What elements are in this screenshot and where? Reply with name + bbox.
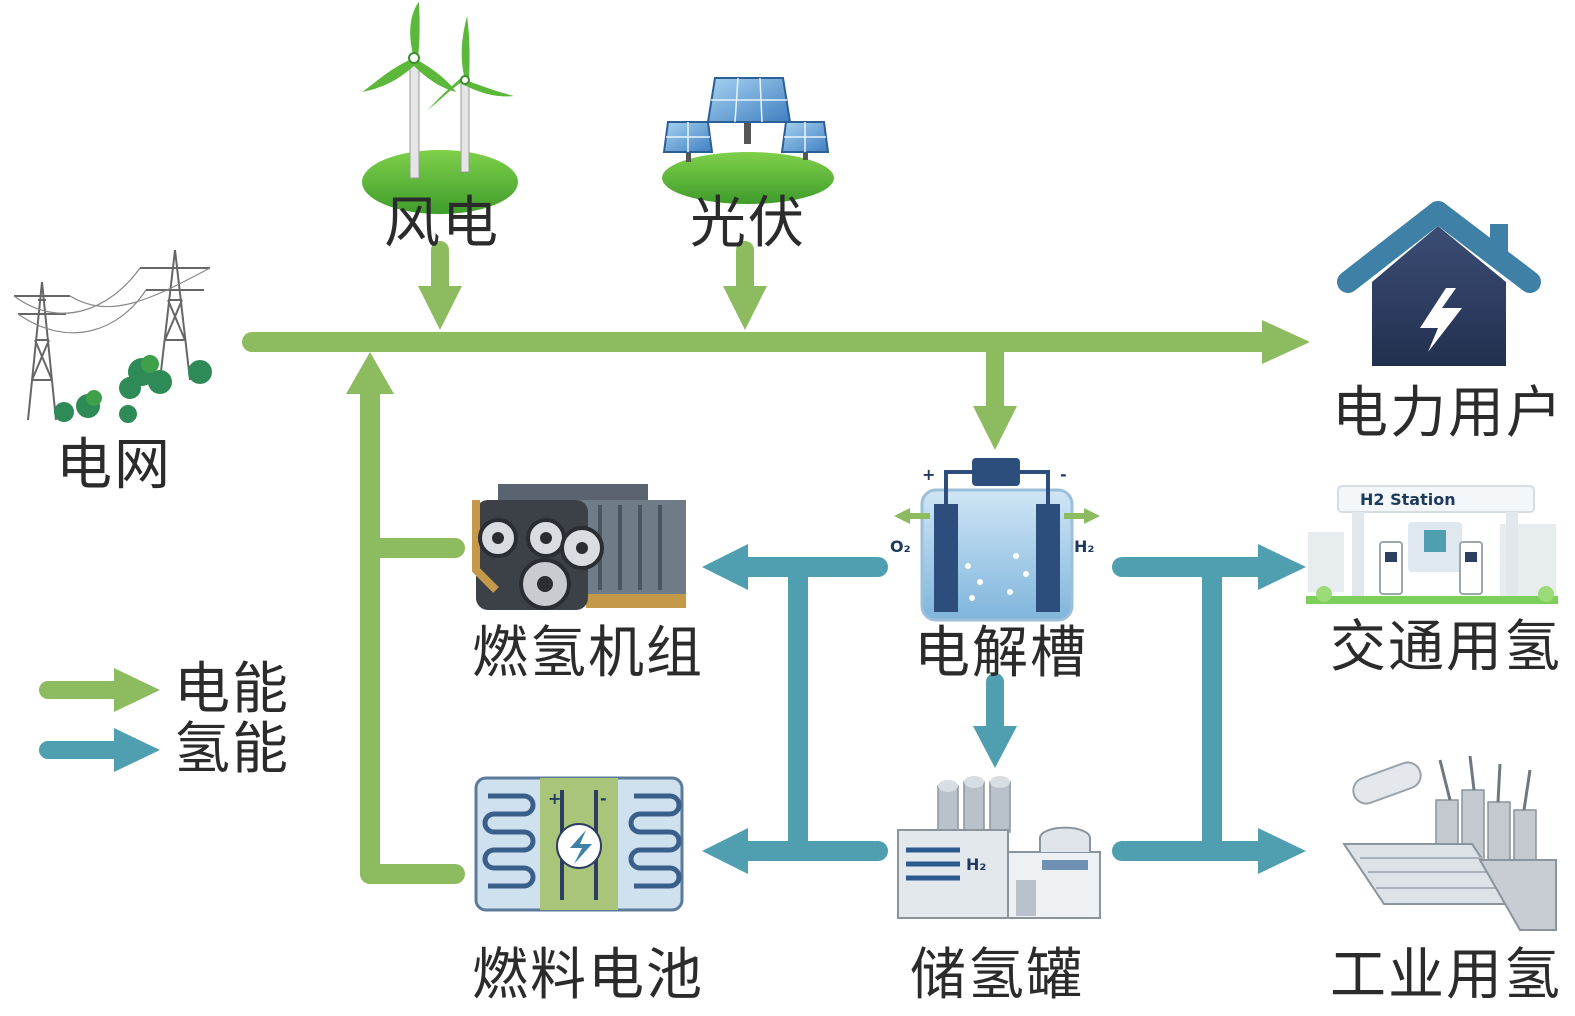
grid-label: 电网 bbox=[56, 433, 172, 498]
tank-h2-label: H₂ bbox=[966, 855, 986, 874]
industry-arrowhead bbox=[1258, 828, 1306, 874]
industrial-plant-icon bbox=[1342, 755, 1557, 931]
power-users-label: 电力用户 bbox=[1332, 381, 1564, 446]
turbine-arrowhead bbox=[702, 544, 748, 590]
legend bbox=[39, 668, 160, 772]
fuel-cell-icon: + - bbox=[474, 776, 684, 912]
electrolyzer-arrowhead bbox=[973, 406, 1017, 450]
hydrogen-tank-label: 储氢罐 bbox=[910, 943, 1084, 1008]
legend-electric-label: 电能 bbox=[174, 657, 290, 722]
plus-sign: + bbox=[922, 465, 935, 484]
engine-icon bbox=[472, 484, 686, 610]
electric-flows bbox=[242, 241, 1310, 884]
tank-arrowhead bbox=[973, 726, 1017, 768]
electrolyzer-label: 电解槽 bbox=[914, 621, 1088, 686]
fuel-cell-label: 燃料电池 bbox=[472, 943, 704, 1008]
fuel-cell-minus: - bbox=[600, 789, 607, 808]
transport-hydrogen-label: 交通用氢 bbox=[1330, 615, 1562, 680]
transport-arrowhead bbox=[1258, 544, 1306, 590]
legend-electric-arrowhead bbox=[114, 668, 160, 712]
fuelcell-arrowhead bbox=[702, 828, 748, 874]
wind-arrowhead bbox=[418, 286, 462, 330]
solar-panel-icon bbox=[662, 77, 834, 204]
legend-hydrogen-arrowhead bbox=[114, 728, 160, 772]
hydrogen-flows bbox=[702, 544, 1306, 874]
gas-turbine-label: 燃氢机组 bbox=[472, 621, 704, 686]
house-lightning-icon bbox=[1337, 201, 1541, 366]
solar-arrowhead bbox=[723, 286, 767, 330]
power-tower-icon bbox=[13, 249, 212, 423]
hydrogen-storage-plant-icon: H₂ bbox=[897, 776, 1101, 919]
return-electric-line bbox=[360, 382, 465, 884]
industrial-hydrogen-label: 工业用氢 bbox=[1330, 943, 1562, 1008]
wind-turbine-icon bbox=[362, 2, 518, 214]
return-arrowhead bbox=[346, 352, 394, 394]
main-bus-arrowhead bbox=[1262, 320, 1310, 364]
hydrogen-station-icon: H2 Station bbox=[1306, 485, 1558, 604]
station-sign: H2 Station bbox=[1360, 490, 1456, 509]
minus-sign: - bbox=[1060, 465, 1067, 484]
fuel-cell-plus: + bbox=[548, 789, 561, 808]
electrolyzer-icon: + - O₂ H₂ bbox=[890, 458, 1100, 622]
legend-hydrogen-label: 氢能 bbox=[174, 717, 290, 782]
h2-label: H₂ bbox=[1074, 537, 1094, 556]
o2-label: O₂ bbox=[890, 537, 911, 556]
solar-power-label: 光伏 bbox=[690, 191, 806, 256]
wind-power-label: 风电 bbox=[384, 191, 500, 256]
